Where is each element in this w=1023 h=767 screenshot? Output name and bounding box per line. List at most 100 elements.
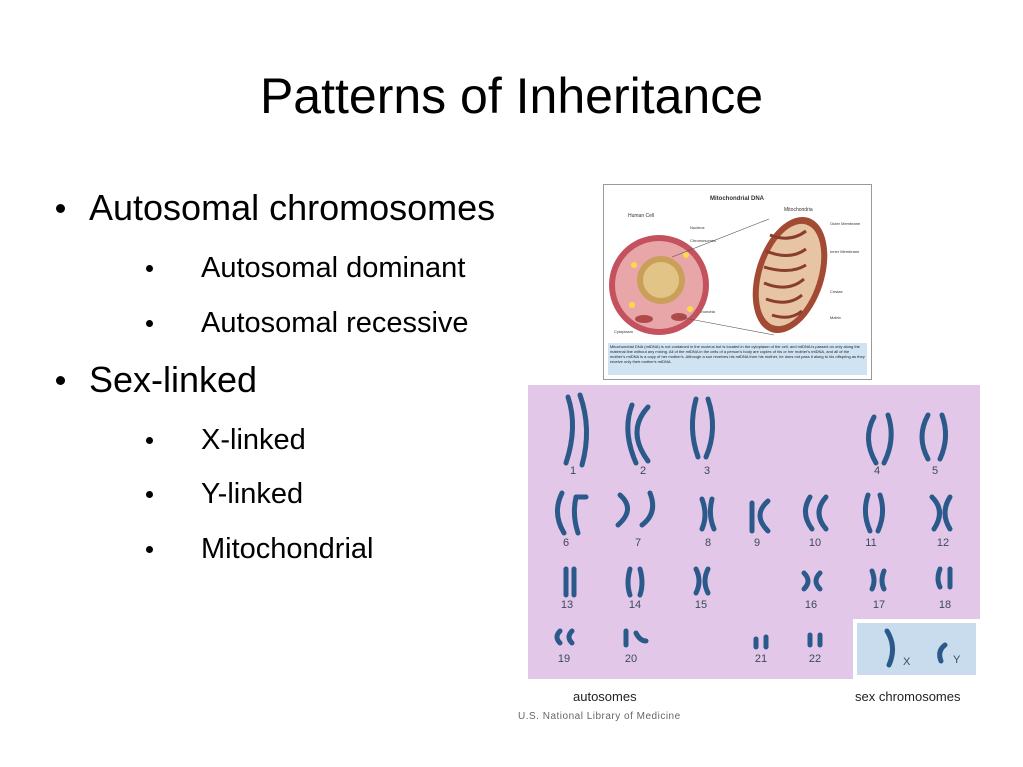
chromosome-label-2: 2: [639, 465, 647, 477]
chromosome-17a: [869, 568, 877, 592]
chromosome-9b: [757, 498, 771, 534]
karyotype-figure: 1 2 3 4 5 6 7 8 9 10 11 12 13 14 15 16 1…: [518, 385, 980, 725]
bullet-list: Autosomal chromosomes Autosomal dominant…: [0, 0, 560, 600]
autosomes-caption: autosomes: [573, 689, 637, 704]
x-label: X: [903, 656, 911, 668]
chromosome-7a: [615, 492, 630, 528]
chromosome-16a: [801, 570, 811, 592]
bullet-autosomal-recessive: Autosomal recessive: [146, 306, 469, 340]
chromosome-label-21: 21: [754, 653, 768, 665]
chromosome-label-12: 12: [936, 537, 950, 549]
chromosome-label-15: 15: [694, 599, 708, 611]
chromosome-4a: [866, 414, 879, 466]
sex-chromosomes-panel: X Y: [853, 619, 980, 679]
label-matrix: Matrix: [830, 315, 841, 320]
label-mitochondria-left: Mitochondria: [692, 309, 716, 314]
bullet-text: Autosomal chromosomes: [89, 187, 496, 228]
bullet-x-linked: X-linked: [146, 423, 306, 457]
bullet-y-linked: Y-linked: [146, 477, 303, 511]
y-label: Y: [953, 654, 961, 666]
chromosome-10a: [803, 494, 815, 532]
chromosome-label-11: 11: [865, 537, 877, 549]
label-human-cell: Human Cell: [628, 213, 654, 219]
chromosome-label-9: 9: [753, 537, 761, 549]
chromosome-label-14: 14: [628, 599, 642, 611]
chromosome-label-7: 7: [634, 537, 642, 549]
label-nucleus: Nucleus: [690, 225, 704, 230]
label-inner-membrane: Inner Membrane: [830, 249, 860, 254]
chromosome-19b: [566, 628, 575, 646]
bullet-dot-icon: [56, 203, 65, 213]
sex-chromosomes-drawing: X Y: [884, 628, 961, 668]
chromosome-label-8: 8: [704, 537, 712, 549]
chromosome-label-18: 18: [938, 599, 952, 611]
label-cristae: Cristae: [830, 289, 843, 294]
sex-chromosomes-caption: sex chromosomes: [855, 689, 961, 704]
chromosome-17b: [879, 568, 887, 592]
chromosome-12b: [942, 494, 953, 532]
mitochondrial-dna-figure: Mitochondrial DNA Human Cell Nucleus Chr…: [603, 184, 872, 380]
chromosome-18a: [935, 566, 943, 590]
chromosome-8b: [707, 496, 717, 532]
chromosome-8a: [699, 496, 708, 532]
chromosome-label-10: 10: [808, 537, 822, 549]
karyotype-chromosomes: [554, 392, 953, 650]
chromosome-14b: [637, 566, 645, 598]
bullet-autosomal-chromosomes: Autosomal chromosomes: [56, 188, 495, 228]
mito-illustration: Mitochondrial DNA Human Cell Nucleus Chr…: [608, 196, 867, 375]
caption-box: [608, 343, 867, 375]
chromosome-7b: [639, 490, 656, 528]
chromosome-20b: [633, 630, 649, 644]
bullet-dot-icon: [56, 375, 65, 385]
chromosome-label-17: 17: [872, 599, 886, 611]
bullet-dot-icon: [146, 436, 153, 444]
sex-chromosomes-inner: X Y: [857, 623, 976, 675]
bullet-text: Mitochondrial: [201, 533, 374, 565]
chromosome-label-19: 19: [557, 653, 571, 665]
chromosome-19a: [554, 628, 563, 646]
chromosome-5a: [919, 412, 931, 462]
chromosome-2b: [634, 404, 651, 464]
bullet-dot-icon: [146, 264, 153, 272]
bullet-text: Sex-linked: [89, 359, 258, 400]
slide-title: Patterns of Inheritance: [259, 68, 764, 124]
autosomes-panel: 1 2 3 4 5 6 7 8 9 10 11 12 13 14 15 16 1…: [528, 385, 980, 679]
chromosome-label-22: 22: [808, 653, 822, 665]
chromosome-5b: [937, 412, 948, 462]
chromosome-label-4: 4: [873, 465, 881, 477]
chromosome-label-20: 20: [624, 653, 638, 665]
label-cytoplasm: Cytoplasm: [614, 329, 634, 334]
label-mitochondria-right: Mitochondria: [784, 207, 813, 213]
chromosome-label-6: 6: [562, 537, 570, 549]
bullet-dot-icon: [146, 319, 153, 327]
label-chromosomes: Chromosomes: [690, 238, 716, 243]
chromosome-15a: [693, 566, 702, 596]
label-outer-membrane: Outer Membrane: [830, 221, 861, 226]
chromosome-10b: [816, 494, 829, 532]
bullet-autosomal-dominant: Autosomal dominant: [146, 251, 465, 285]
bullet-sex-linked: Sex-linked: [56, 360, 257, 400]
chromosome-2a: [625, 402, 639, 466]
credit-text: U.S. National Library of Medicine: [518, 711, 681, 722]
chromosome-label-16: 16: [804, 599, 818, 611]
chromosome-1b: [577, 392, 590, 468]
chromosome-16b: [813, 570, 823, 592]
chromosome-6b: [571, 494, 589, 536]
chromosome-4b: [881, 412, 894, 466]
bullet-text: Y-linked: [201, 478, 304, 510]
chromosome-1a: [563, 394, 576, 466]
chromosome-label-1: 1: [569, 465, 577, 477]
chromosome-label-3: 3: [703, 465, 711, 477]
chromosome-15b: [702, 566, 711, 596]
bullet-dot-icon: [146, 490, 153, 498]
chromosome-11b: [875, 492, 886, 534]
chromosome-12a: [929, 494, 942, 532]
chromosome-label-5: 5: [931, 465, 939, 477]
chromosome-11a: [862, 492, 873, 534]
bullet-dot-icon: [146, 545, 153, 553]
chromosome-14a: [625, 566, 633, 598]
chromosome-6a: [555, 490, 567, 536]
bullet-text: Autosomal recessive: [201, 307, 469, 339]
bullet-text: Autosomal dominant: [201, 252, 466, 284]
chromosome-3b: [703, 396, 715, 460]
